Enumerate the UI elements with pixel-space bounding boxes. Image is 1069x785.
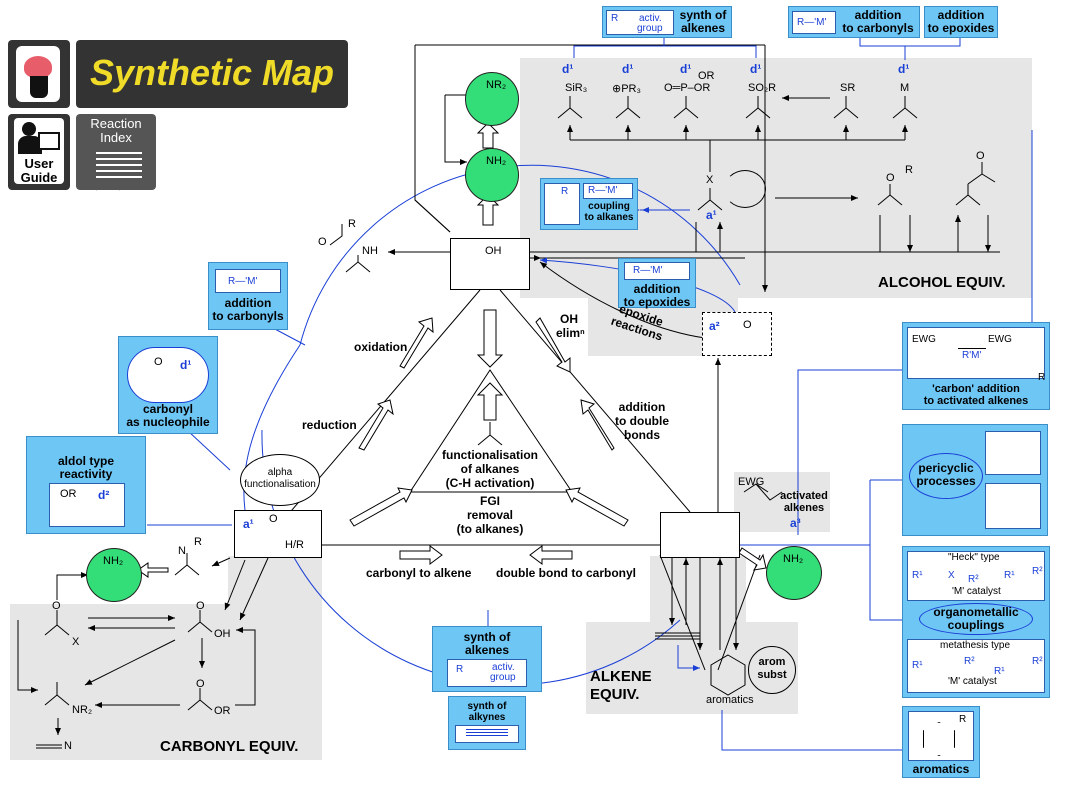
amine-nh2-left-node[interactable]: NH₂ — [86, 548, 142, 602]
amine-nr2-node[interactable]: NR₂ — [465, 72, 519, 126]
page-title: Synthetic Map — [89, 52, 335, 93]
alcohol-equiv-label: ALCOHOL EQUIV. — [878, 274, 1006, 291]
brain-logo-tile[interactable] — [8, 40, 70, 108]
addition-epoxides-box[interactable]: R—'M' addition to epoxides — [618, 258, 696, 309]
synthetic-map-title-banner: Synthetic Map — [76, 40, 348, 108]
activated-alkenes-region — [734, 472, 830, 532]
synth-alkenes-bottom-box[interactable]: synth of alkenes R activ. group — [432, 626, 542, 692]
amine-nh2-top-node[interactable]: NH₂ — [465, 148, 519, 202]
carbon-addition-box[interactable]: EWG EWG R'M' R 'carbon' addition to acti… — [902, 322, 1050, 410]
fgi-label: FGI removal (to alkanes) — [456, 494, 524, 536]
alkene-equiv-label: ALKENE EQUIV. — [590, 668, 652, 703]
alpha-functionalisation-bubble[interactable]: alpha functionalisation — [240, 454, 320, 506]
epoxide-node[interactable]: a² O — [702, 312, 772, 356]
aromatics-box[interactable]: R aromatics — [902, 706, 980, 778]
recycle-arrow-icon — [724, 170, 766, 208]
alcohol-node[interactable]: OH — [450, 238, 530, 290]
reaction-index-button[interactable]: Reaction Index — [76, 114, 156, 190]
list-icon — [86, 148, 142, 184]
addition-epoxides-top-box[interactable]: addition to epoxides — [924, 6, 998, 38]
carbonyl-node[interactable]: a¹ O H/R — [234, 510, 322, 558]
alkene-node[interactable] — [660, 512, 740, 558]
addition-carbonyls-top-box[interactable]: R—'M' addition to carbonyls — [788, 6, 920, 38]
addition-carbonyls-left-box[interactable]: R—'M' addition to carbonyls — [208, 262, 288, 330]
reader-icon: User Guide — [14, 118, 64, 185]
arom-subst-cycle[interactable]: arom subst — [748, 646, 796, 694]
pericyclic-box[interactable]: pericyclic processes — [902, 424, 1048, 536]
functionalisation-label: functionalisation of alkanes (C-H activa… — [442, 448, 538, 490]
amine-nh2-right-node[interactable]: NH₂ — [766, 546, 822, 600]
pericyclic-cycle: pericyclic processes — [909, 453, 983, 499]
benzene-icon — [923, 722, 955, 756]
carbonyl-nucleophile-box[interactable]: d¹ O carbonyl as nucleophile — [118, 336, 218, 434]
aldol-reactivity-box[interactable]: aldol type reactivity OR d² — [26, 436, 146, 534]
carbonyl-equiv-region — [10, 604, 322, 760]
carbonyl-equiv-region-upper — [228, 556, 322, 616]
synth-alkynes-box[interactable]: synth of alkynes — [448, 696, 526, 750]
organometallic-couplings-box[interactable]: "Heck" type R¹ X R² R¹ R² 'M' catalyst o… — [902, 546, 1050, 698]
carbonyl-equiv-label: CARBONYL EQUIV. — [160, 738, 299, 755]
synth-alkenes-top-box[interactable]: R activ. group synth of alkenes — [602, 6, 732, 38]
user-guide-button[interactable]: User Guide — [8, 114, 70, 190]
organometallic-cycle: organometallic couplings — [919, 603, 1033, 635]
brain-icon — [16, 46, 60, 102]
coupling-alkanes-box[interactable]: R R—'M' coupling to alkanes — [540, 178, 638, 230]
